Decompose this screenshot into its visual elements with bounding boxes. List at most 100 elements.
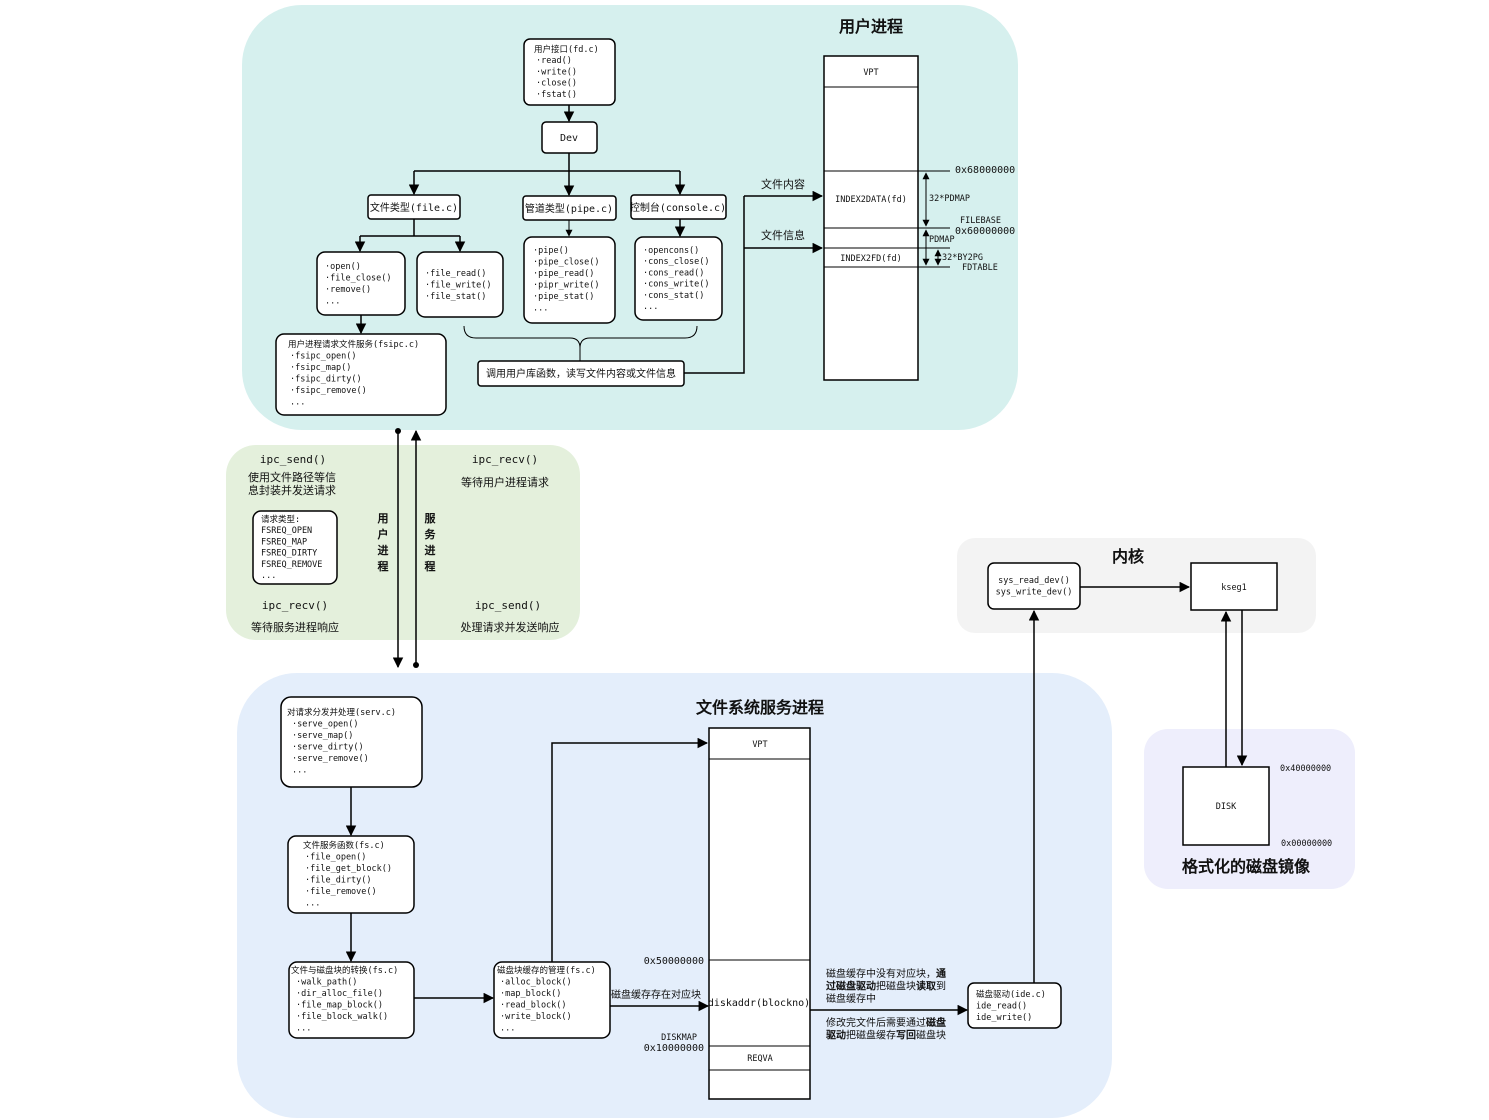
fd-text-line: ·read() bbox=[536, 56, 572, 66]
serv-text-line: 对请求分发并处理(serv.c) bbox=[287, 707, 396, 718]
req-text-line: 请求类型: bbox=[261, 514, 300, 525]
write-note-segment: 驱动 bbox=[826, 1029, 846, 1042]
addr-50000000: 0x50000000 bbox=[644, 956, 704, 967]
fs-functions-text: 文件服务函数(fs.c)·file_open()·file_get_block(… bbox=[303, 840, 392, 909]
walk-text-line: ... bbox=[296, 1024, 311, 1034]
ipc-recv-right-desc: 等待用户进程请求 bbox=[461, 475, 549, 489]
lib-call-to-memory-line bbox=[684, 196, 745, 374]
disk-addr-top: 0x40000000 bbox=[1280, 764, 1331, 774]
fs-text-line: ·file_remove() bbox=[305, 887, 377, 897]
pipe-text-line: ·pipr_write() bbox=[533, 281, 600, 291]
miss-note-line: 磁盘缓存中没有对应块，通 bbox=[826, 967, 946, 980]
walk-text-line: ·dir_alloc_file() bbox=[296, 989, 383, 999]
open-text-line: ... bbox=[325, 297, 340, 307]
index2data-label: INDEX2DATA(fd) bbox=[835, 195, 907, 205]
req-text-line: FSREQ_OPEN bbox=[261, 526, 312, 536]
cons-text-line: ·cons_write() bbox=[643, 280, 710, 290]
open-text-line: ·open() bbox=[325, 262, 361, 272]
open-text-line: ·remove() bbox=[325, 285, 371, 295]
disk-box bbox=[1182, 766, 1270, 846]
serv-text-line: ·serve_open() bbox=[292, 720, 359, 730]
fs-text-line: ·file_open() bbox=[305, 853, 366, 863]
req-text-line: FSREQ_REMOVE bbox=[261, 560, 322, 570]
index2fd-label: INDEX2FD(fd) bbox=[840, 254, 901, 264]
addr-10000000: 0x10000000 bbox=[644, 1043, 704, 1054]
cache-text: 磁盘块缓存的管理(fs.c)·alloc_block()·map_block()… bbox=[497, 965, 596, 1034]
cache-hit-label: 磁盘缓存存在对应块 bbox=[611, 988, 701, 1001]
miss-note-segment: 过磁盘驱动 bbox=[826, 980, 876, 993]
service-process-vertical-label: 服务进程 bbox=[425, 512, 437, 573]
cons-text-line: ·cons_stat() bbox=[643, 291, 704, 301]
by2pg32-label: 32*BY2PG bbox=[942, 253, 983, 263]
fsipc-text: 用户进程请求文件服务(fsipc.c) ·fsipc_open()·fsipc_m… bbox=[288, 339, 419, 408]
disk-image-title: 格式化的磁盘镜像 bbox=[1182, 857, 1311, 876]
reqva-label: REQVA bbox=[747, 1054, 773, 1064]
fs-text-line: ... bbox=[305, 899, 320, 909]
file-info-label: 文件信息 bbox=[761, 228, 805, 242]
serv-text-line: ·serve_dirty() bbox=[292, 743, 364, 753]
miss-note-line: 过磁盘驱动把磁盘块读取到 bbox=[826, 980, 946, 993]
filerw-text-line: ·file_write() bbox=[425, 281, 492, 291]
ipc-send-right-desc: 处理请求并发送响应 bbox=[461, 620, 560, 634]
pipe-text-line: ·pipe() bbox=[533, 246, 569, 256]
fs-vpt-label: VPT bbox=[752, 740, 767, 750]
file-type-label: 文件类型(file.c) bbox=[370, 201, 458, 214]
write-note-segment: 修改完文件后需要通过 bbox=[826, 1016, 926, 1029]
write-note-segment: 把磁盘缓存 bbox=[846, 1029, 896, 1042]
pipe-text-line: ·pipe_read() bbox=[533, 269, 594, 279]
fsipc-text-line: ... bbox=[290, 398, 305, 408]
ide-text-line: ide_write() bbox=[976, 1013, 1032, 1023]
fsipc-text-line: ·fsipc_map() bbox=[290, 363, 351, 373]
filerw-text-line: ·file_read() bbox=[425, 269, 486, 279]
disk-addr-bottom: 0x00000000 bbox=[1281, 839, 1332, 849]
cons-text-line: ... bbox=[643, 302, 658, 312]
vert-service-char: 程 bbox=[425, 559, 436, 573]
fsipc-text-line: 用户进程请求文件服务(fsipc.c) bbox=[288, 339, 419, 350]
write-note-line: 修改完文件后需要通过磁盘 bbox=[826, 1016, 946, 1029]
write-note-segment: 磁盘块 bbox=[916, 1029, 946, 1042]
walk-text-line: 文件与磁盘块的转换(fs.c) bbox=[291, 965, 398, 976]
fsipc-text-line: ·fsipc_open() bbox=[290, 352, 357, 362]
console-type-label: 控制台(console.c) bbox=[630, 201, 726, 214]
filebase-label: FILEBASE bbox=[960, 216, 1001, 226]
filerw-text-line: ·file_stat() bbox=[425, 292, 486, 302]
request-types-box bbox=[252, 510, 338, 585]
pipe-functions-box bbox=[523, 236, 616, 324]
ipc-recv-left-desc: 等待服务进程响应 bbox=[251, 620, 339, 634]
cons-text-line: ·opencons() bbox=[643, 246, 699, 256]
req-text-line: FSREQ_MAP bbox=[261, 537, 307, 547]
fdtable-label: FDTABLE bbox=[962, 263, 998, 273]
diskmap-label: DISKMAP bbox=[661, 1033, 697, 1043]
user-vpt-label: VPT bbox=[863, 68, 878, 78]
cache-text-line: 磁盘块缓存的管理(fs.c) bbox=[497, 965, 596, 976]
cache-text-line: ... bbox=[500, 1024, 515, 1034]
fs-service-region bbox=[237, 673, 1112, 1118]
ipc-send-right: ipc_send() bbox=[475, 599, 541, 612]
miss-note-segment: 读取 bbox=[916, 980, 937, 993]
disk-label: DISK bbox=[1216, 802, 1237, 812]
serv-text-line: ·serve_remove() bbox=[292, 754, 369, 764]
miss-note-segment: 到 bbox=[936, 981, 946, 993]
vert-service-char: 进 bbox=[425, 543, 436, 557]
req-text-line: FSREQ_DIRTY bbox=[261, 549, 317, 559]
ipc-recv-right: ipc_recv() bbox=[472, 453, 538, 466]
pipe-functions-text: ·pipe()·pipe_close()·pipe_read()·pipr_wr… bbox=[533, 246, 600, 314]
sys-text-line: sys_read_dev() bbox=[998, 576, 1070, 586]
fd-text-line: ·close() bbox=[536, 79, 577, 89]
fd-text-line: 用户接口(fd.c) bbox=[534, 44, 599, 55]
ipc-recv-left: ipc_recv() bbox=[262, 599, 328, 612]
write-note-segment: 写回 bbox=[896, 1030, 916, 1042]
user-process-title: 用户进程 bbox=[839, 17, 903, 36]
cache-text-line: ·write_block() bbox=[500, 1012, 572, 1022]
miss-note-segment: 通 bbox=[936, 968, 946, 980]
sys-text-line: sys_write_dev() bbox=[996, 588, 1073, 598]
open-functions-text: ·open()·file_close()·remove()... bbox=[325, 262, 392, 307]
cache-text-line: ·map_block() bbox=[500, 989, 561, 999]
cache-to-vpt-arrow bbox=[551, 737, 709, 962]
vert-user-char: 程 bbox=[378, 559, 389, 573]
